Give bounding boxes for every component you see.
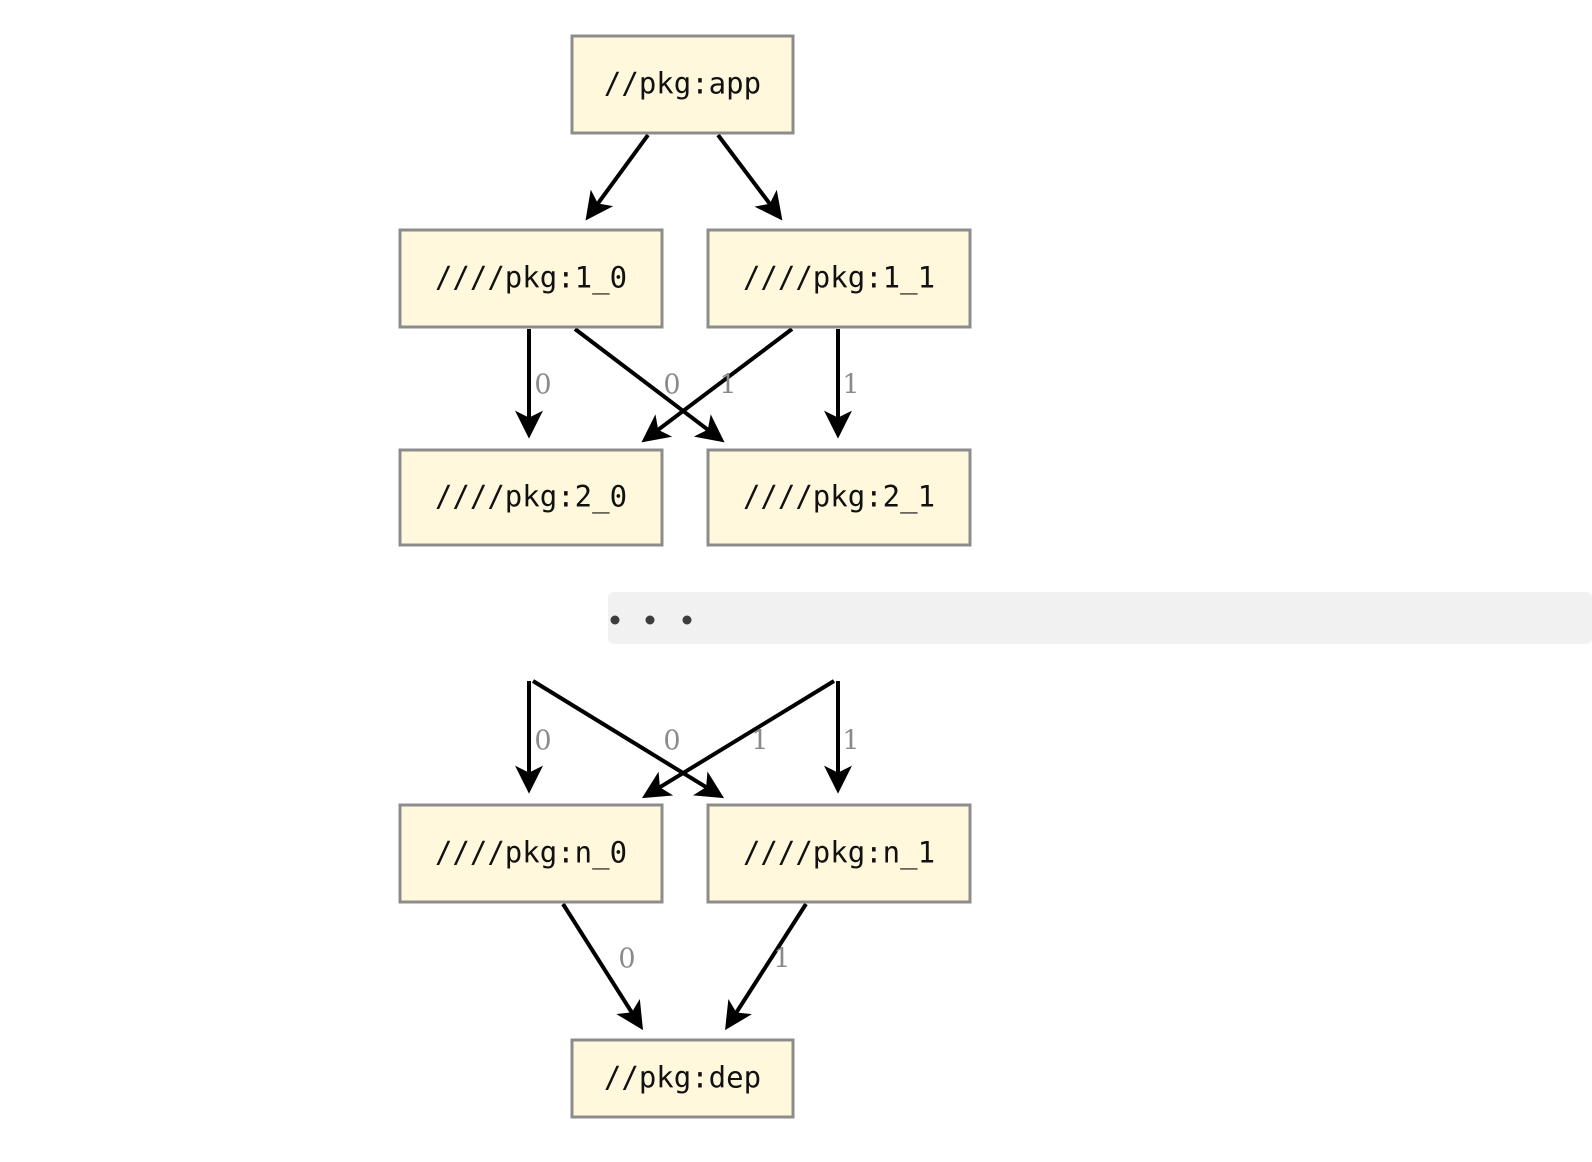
edge-label: 0 <box>663 726 680 757</box>
edge-label: 1 <box>719 370 736 401</box>
edge-n_1-to-dep: 1 <box>725 902 808 1031</box>
node-label: //pkg:app <box>604 67 761 101</box>
node-box[interactable] <box>570 1038 795 1119</box>
edge-line <box>531 679 725 799</box>
edge-1_0-to-2_0: 0 <box>515 329 552 439</box>
edge-n_0-to-dep: 0 <box>561 902 644 1031</box>
edge-line <box>641 327 794 443</box>
node-nn_0[interactable]: ////pkg:n_0 <box>398 803 664 904</box>
ellipsis-dot-0 <box>610 615 620 625</box>
edge-label: 0 <box>663 370 680 401</box>
node-box[interactable] <box>706 803 972 904</box>
edge-n-2-to-n_0: 1 <box>641 679 836 799</box>
ellipsis-dot-1 <box>645 615 655 625</box>
edge-label: 0 <box>534 726 551 757</box>
node-n2_0[interactable]: ////pkg:2_0 <box>398 448 664 547</box>
edge-n-1-to-n_0: 0 <box>515 681 552 794</box>
node-label: ////pkg:2_0 <box>435 480 627 515</box>
node-box[interactable] <box>706 228 972 329</box>
edge-line <box>716 133 783 221</box>
edge-app-to-1_0 <box>585 133 650 221</box>
node-label: ////pkg:n_0 <box>435 836 627 871</box>
edge-label: 0 <box>534 370 551 401</box>
ellipsis-band <box>608 592 1592 644</box>
edge-label: 0 <box>618 944 635 975</box>
node-n1_0[interactable]: ////pkg:1_0 <box>398 228 664 329</box>
edge-layer: 0 0 1 1 0 0 1 1 0 1 <box>515 133 860 1031</box>
ellipsis-dot-2 <box>682 615 692 625</box>
node-app[interactable]: //pkg:app <box>570 34 795 135</box>
node-label: ////pkg:1_0 <box>435 261 627 296</box>
edge-1_1-to-2_1: 1 <box>824 329 860 439</box>
edge-1_1-to-2_0: 1 <box>641 327 794 443</box>
ellipsis-separator <box>608 592 1592 644</box>
node-box[interactable] <box>570 34 795 135</box>
node-box[interactable] <box>706 448 972 547</box>
node-box[interactable] <box>398 448 664 547</box>
edge-line <box>573 327 725 443</box>
node-box[interactable] <box>398 228 664 329</box>
edge-line <box>641 679 836 799</box>
edge-label: 1 <box>751 726 768 757</box>
node-label: ////pkg:1_1 <box>743 261 935 296</box>
node-layer: //pkg:app ////pkg:1_0 ////pkg:1_1 ////pkg:2… <box>398 34 972 1119</box>
edge-line <box>725 902 808 1031</box>
edge-n-1-to-n_1: 0 <box>531 679 725 799</box>
edge-label: 1 <box>842 370 859 401</box>
node-label: //pkg:dep <box>604 1061 761 1095</box>
node-label: ////pkg:n_1 <box>743 836 935 871</box>
edge-label: 1 <box>842 726 859 757</box>
node-n2_1[interactable]: ////pkg:2_1 <box>706 448 972 547</box>
edge-n-2-to-n_1: 1 <box>824 681 860 794</box>
edge-label: 1 <box>773 944 790 975</box>
node-dep[interactable]: //pkg:dep <box>570 1038 795 1119</box>
node-label: ////pkg:2_1 <box>743 480 935 515</box>
edge-app-to-1_1 <box>716 133 783 221</box>
edge-1_0-to-2_1: 0 <box>573 327 725 443</box>
edge-line <box>561 902 644 1031</box>
node-nn_1[interactable]: ////pkg:n_1 <box>706 803 972 904</box>
node-box[interactable] <box>398 803 664 904</box>
edge-line <box>585 133 650 221</box>
node-n1_1[interactable]: ////pkg:1_1 <box>706 228 972 329</box>
